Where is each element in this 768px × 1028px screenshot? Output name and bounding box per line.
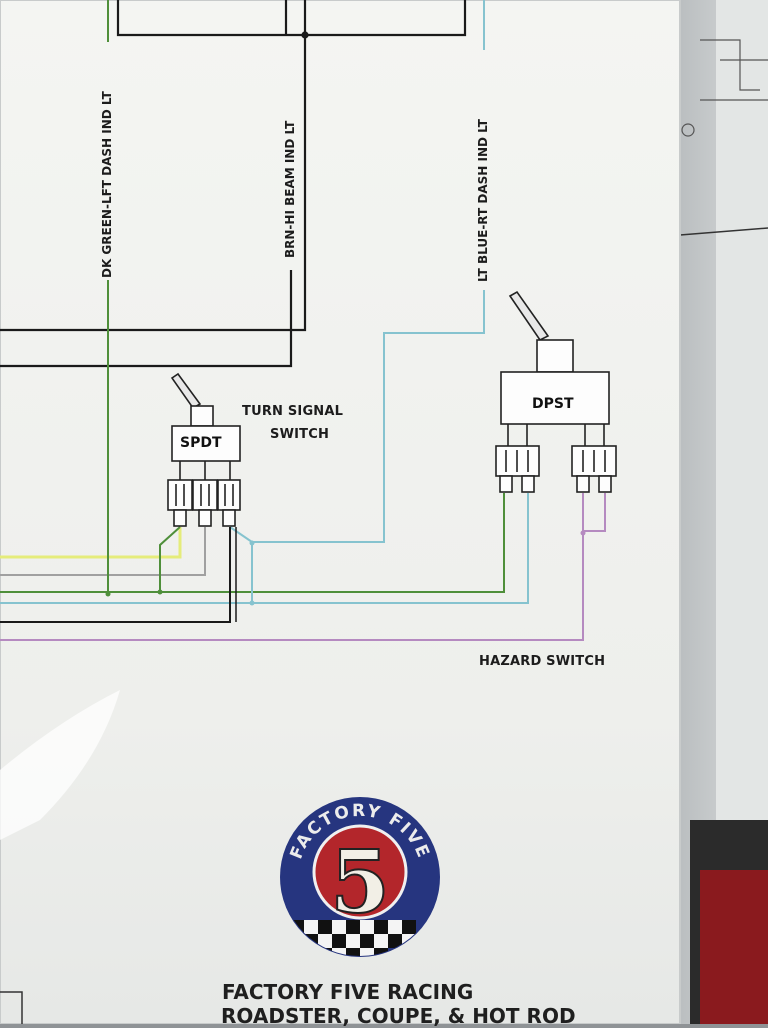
wire-label-lt-blue: LT BLUE-RT DASH IND LT xyxy=(476,119,490,282)
footer-line2: ROADSTER, COUPE, & HOT ROD xyxy=(221,1004,576,1028)
colored-wires xyxy=(0,0,606,641)
background-sheets xyxy=(676,0,768,1024)
dpst-switch xyxy=(495,290,617,493)
logo-numeral: 5 xyxy=(330,832,390,933)
wire-label-dk-green: DK GREEN-LFT DASH IND LT xyxy=(100,91,114,278)
hazard-switch-label: HAZARD SWITCH xyxy=(479,654,606,669)
turn-signal-label-line2: SWITCH xyxy=(270,427,330,442)
footer-line1: FACTORY FIVE RACING xyxy=(222,980,474,1004)
dpst-box-label: DPST xyxy=(532,396,574,412)
wire-label-brown: BRN-HI BEAM IND LT xyxy=(283,120,297,258)
turn-signal-label-line1: TURN SIGNAL xyxy=(242,404,344,419)
spdt-box-label: SPDT xyxy=(180,435,222,451)
black-wires xyxy=(0,0,467,368)
spdt-switch xyxy=(167,372,241,527)
